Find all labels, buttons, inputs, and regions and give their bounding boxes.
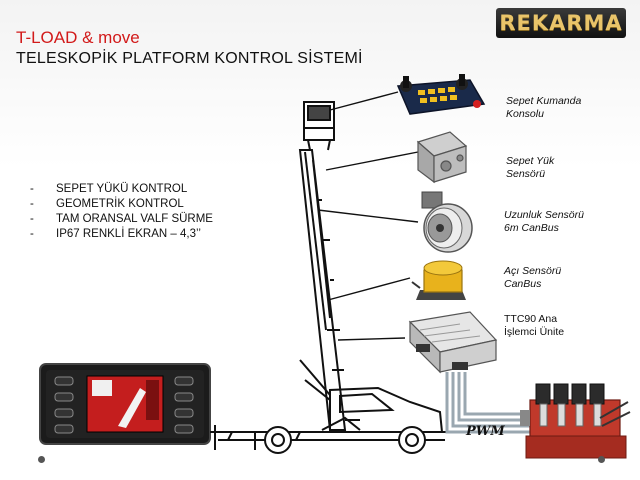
label-line: Açı Sensörü [504,265,561,278]
label-line: Sepet Kumanda [506,95,581,108]
label-line: 6m CanBus [504,222,584,235]
nav-dot-left [38,456,45,463]
label-angle-sensor: Açı Sensörü CanBus [504,265,561,291]
feature-list: -SEPET YÜKÜ KONTROL -GEOMETRİK KONTROL -… [30,182,213,242]
feature-dash: - [30,197,56,212]
feature-item: -TAM ORANSAL VALF SÜRME [30,212,213,227]
logo-text: REKARMA [499,11,622,35]
label-line: İşlemci Ünite [504,326,564,339]
display-unit-icon [40,364,210,444]
feature-dash: - [30,182,56,197]
label-line: CanBus [504,278,561,291]
nav-dot-right [598,456,605,463]
label-load-sensor: Sepet Yük Sensörü [506,155,554,181]
label-main-processor: TTC90 Ana İşlemci Ünite [504,313,564,339]
basket-icon [304,102,334,150]
feature-text: TAM ORANSAL VALF SÜRME [56,212,213,227]
feature-dash: - [30,212,56,227]
feature-text: GEOMETRİK KONTROL [56,197,184,212]
label-line: Konsolu [506,108,581,121]
ecu-icon [410,312,496,372]
label-line: Uzunluk Sensörü [504,209,584,222]
truck-icon [210,388,455,453]
feature-text: IP67 RENKLİ EKRAN – 4,3’’ [56,227,201,242]
joystick-console-icon [398,74,484,114]
angle-sensor-icon [412,261,466,300]
label-line: Sepet Yük [506,155,554,168]
feature-text: SEPET YÜKÜ KONTROL [56,182,187,197]
page-subtitle: TELESKOPİK PLATFORM KONTROL SİSTEMİ [16,50,363,68]
label-length-sensor: Uzunluk Sensörü 6m CanBus [504,209,584,235]
label-line: Sensörü [506,168,554,181]
cable-reel-sensor-icon [422,192,472,252]
valve-block-icon [520,384,630,458]
feature-item: -IP67 RENKLİ EKRAN – 4,3’’ [30,227,213,242]
telescopic-boom-icon [300,150,360,430]
label-line: TTC90 Ana [504,313,564,326]
page-title: T-LOAD & move [16,28,140,48]
label-basket-console: Sepet Kumanda Konsolu [506,95,581,121]
rekarma-logo: REKARMA [496,8,626,38]
feature-item: -GEOMETRİK KONTROL [30,197,213,212]
load-cell-icon [418,132,466,182]
pwm-label: PWM [466,424,505,439]
feature-dash: - [30,227,56,242]
feature-item: -SEPET YÜKÜ KONTROL [30,182,213,197]
